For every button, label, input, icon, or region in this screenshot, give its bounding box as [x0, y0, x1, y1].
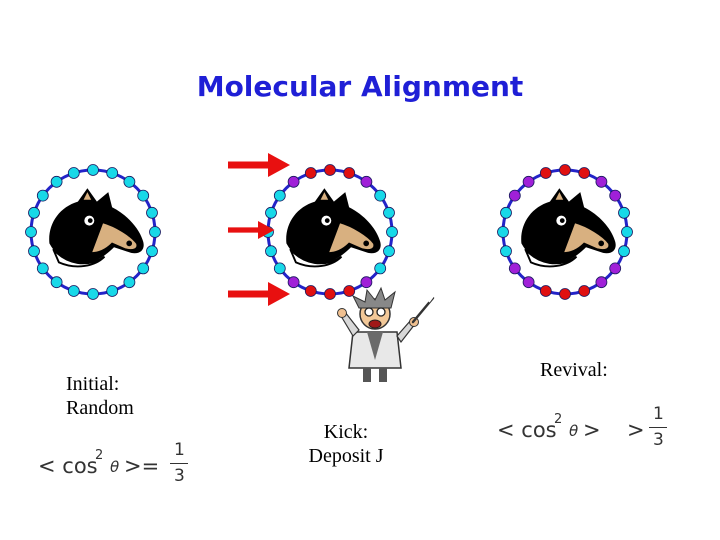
- atom-dot: [68, 286, 79, 297]
- atom-dot: [523, 277, 534, 288]
- atom-dot: [498, 227, 509, 238]
- atom-dot: [51, 277, 62, 288]
- horse-head-icon: [49, 188, 143, 266]
- kick-label: Kick: Deposit J: [300, 420, 392, 468]
- atom-dot: [610, 263, 621, 274]
- atom-dot: [305, 286, 316, 297]
- formula-fraction-bar: [649, 427, 667, 428]
- atom-dot: [596, 176, 607, 187]
- atom-dot: [266, 207, 277, 218]
- atom-dot: [361, 277, 372, 288]
- red-arrow-icon: [228, 153, 290, 177]
- atom-dot: [344, 168, 355, 179]
- molecule-revival: [498, 165, 633, 300]
- atom-dot: [88, 165, 99, 176]
- atom-dot: [138, 263, 149, 274]
- atom-dot: [622, 227, 633, 238]
- atom-dot: [344, 286, 355, 297]
- atom-dot: [150, 227, 161, 238]
- atom-dot: [147, 207, 158, 218]
- atom-dot: [501, 207, 512, 218]
- atom-dot: [325, 289, 336, 300]
- atom-dot: [37, 190, 48, 201]
- atom-dot: [540, 168, 551, 179]
- formula-fraction-bar: [170, 463, 188, 464]
- formula-lhs: < cos: [38, 454, 98, 478]
- atom-dot: [305, 168, 316, 179]
- atom-dot: [138, 190, 149, 201]
- atom-dot: [274, 263, 285, 274]
- kick-label-line2: Deposit J: [300, 444, 392, 468]
- atom-dot: [523, 176, 534, 187]
- atom-dot: [266, 246, 277, 257]
- molecule-initial: [26, 165, 161, 300]
- atom-dot: [29, 246, 40, 257]
- atom-dot: [361, 176, 372, 187]
- revival-label: Revival:: [540, 358, 608, 382]
- kick-label-line1: Kick:: [300, 420, 392, 444]
- atom-dot: [384, 207, 395, 218]
- atom-dot: [37, 263, 48, 274]
- atom-dot: [107, 286, 118, 297]
- atom-dot: [579, 286, 590, 297]
- atom-dot: [88, 289, 99, 300]
- atom-dot: [619, 246, 630, 257]
- formula-relation: >: [627, 418, 645, 442]
- atom-dot: [579, 168, 590, 179]
- atom-dot: [384, 246, 395, 257]
- atom-dot: [619, 207, 630, 218]
- formula-exponent: 2: [554, 412, 562, 427]
- atom-dot: [325, 165, 336, 176]
- atom-dot: [288, 176, 299, 187]
- atom-dot: [501, 246, 512, 257]
- formula-numerator: 1: [653, 404, 664, 424]
- atom-dot: [560, 289, 571, 300]
- formula-close-bracket: >: [583, 418, 601, 442]
- initial-label: Initial: Random: [66, 372, 134, 420]
- horse-head-icon: [521, 188, 615, 266]
- formula-theta: θ: [110, 458, 119, 476]
- atom-dot: [29, 207, 40, 218]
- atom-dot: [107, 168, 118, 179]
- atom-dot: [540, 286, 551, 297]
- atom-dot: [387, 227, 398, 238]
- atom-dot: [610, 190, 621, 201]
- atom-dot: [509, 263, 520, 274]
- formula-exponent: 2: [95, 448, 103, 463]
- atom-dot: [124, 277, 135, 288]
- red-arrow-icon: [228, 282, 290, 306]
- atom-dot: [509, 190, 520, 201]
- atom-dot: [375, 190, 386, 201]
- initial-label-line1: Initial:: [66, 372, 134, 396]
- formula-denominator: 3: [174, 466, 185, 486]
- initial-label-line2: Random: [66, 396, 134, 420]
- atom-dot: [375, 263, 386, 274]
- horse-head-icon: [286, 188, 380, 266]
- formula-denominator: 3: [653, 430, 664, 450]
- scientist-cartoon-icon: [338, 288, 436, 382]
- atom-dot: [51, 176, 62, 187]
- atom-dot: [288, 277, 299, 288]
- formula-numerator: 1: [174, 440, 185, 460]
- atom-dot: [274, 190, 285, 201]
- formula-theta: θ: [569, 422, 578, 440]
- atom-dot: [68, 168, 79, 179]
- atom-dot: [147, 246, 158, 257]
- atom-dot: [560, 165, 571, 176]
- atom-dot: [26, 227, 37, 238]
- formula-lhs: < cos: [497, 418, 557, 442]
- formula-relation: >=: [124, 454, 159, 478]
- initial-formula: < cos 2 θ >= 1 3: [38, 448, 198, 492]
- molecule-kick: [263, 165, 398, 300]
- revival-formula: < cos 2 θ > > 1 3: [497, 412, 677, 456]
- atom-dot: [596, 277, 607, 288]
- atom-dot: [124, 176, 135, 187]
